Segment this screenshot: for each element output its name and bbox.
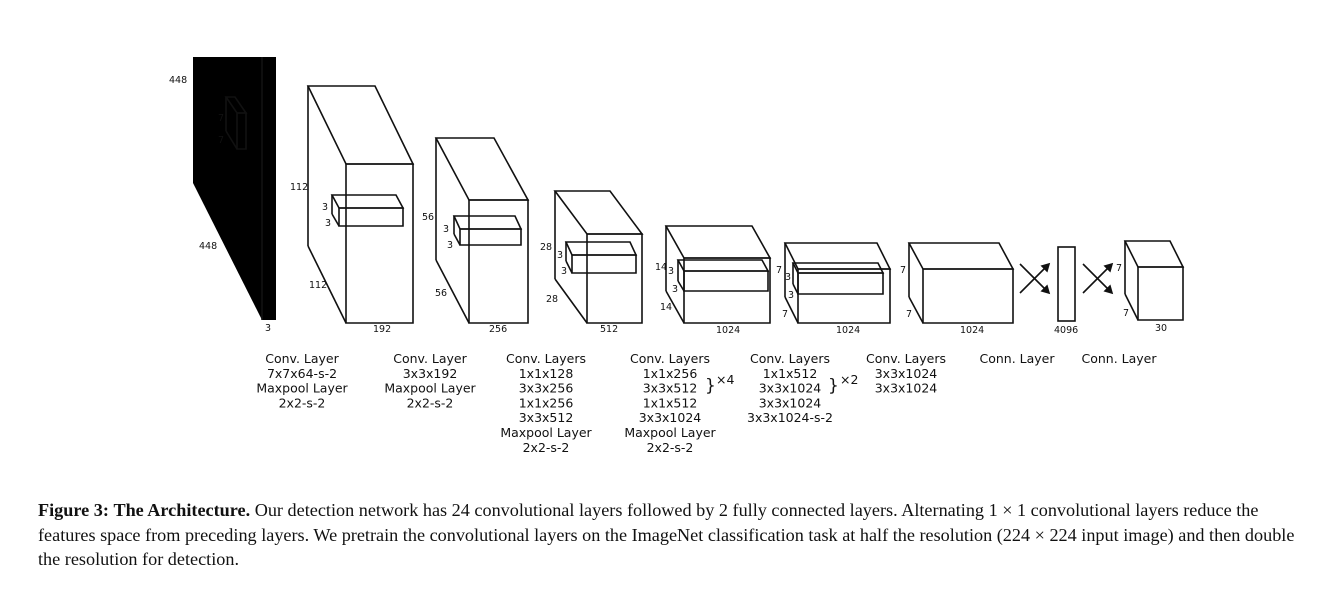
block-4-kernel-box (676, 259, 770, 292)
dim-block-5-kernel-b: 3 (788, 290, 794, 301)
dim-block-3-kernel-a: 3 (557, 250, 563, 261)
layer-6-line-1: Conv. Layers (866, 351, 946, 366)
layer-4-line-2: 1x1x256 (643, 366, 698, 381)
layer-1-line-2: 7x7x64-s-2 (267, 366, 337, 381)
layer-3-line-1: Conv. Layers (506, 351, 586, 366)
feature-block-6 (907, 242, 1015, 324)
layer-3-line-3: 3x3x256 (519, 381, 574, 396)
layer-5-repeat-count: ×2 (840, 372, 858, 387)
dim-input-width: 448 (199, 241, 217, 252)
layer-5-line-5: 3x3x1024-s-2 (747, 410, 833, 425)
caption-label: Figure 3: (38, 500, 109, 520)
dim-block-1-width: 112 (309, 280, 327, 291)
dim-input-height: 448 (169, 75, 187, 86)
dim-block-6-width: 7 (906, 309, 912, 320)
dim-block-4-kernel-b: 3 (672, 284, 678, 295)
layer-4-repeat-count: ×4 (716, 372, 734, 387)
feature-block-1 (306, 85, 415, 324)
layer-6-line-3: 3x3x1024 (875, 381, 938, 396)
layer-4-line-4: 1x1x512 (643, 395, 698, 410)
input-image-block (193, 57, 276, 320)
layer-1-line-4: 2x2-s-2 (279, 395, 326, 410)
caption-body: Our detection network has 24 convolution… (38, 500, 1295, 569)
dim-block-2-depth: 256 (489, 324, 507, 335)
layer-5-line-4: 3x3x1024 (759, 395, 822, 410)
layer-2-line-4: 2x2-s-2 (407, 395, 454, 410)
dim-block-2-kernel-a: 3 (443, 224, 449, 235)
fc-layer-block (1057, 246, 1076, 322)
dim-block-1-height: 112 (290, 182, 308, 193)
layer-3-line-4: 1x1x256 (519, 395, 574, 410)
layer-3-line-7: 2x2-s-2 (523, 440, 570, 455)
dim-block-6-height: 7 (900, 265, 906, 276)
layer-1-line-3: Maxpool Layer (256, 381, 348, 396)
layer-3-line-6: Maxpool Layer (500, 425, 592, 440)
layer-3-line-2: 1x1x128 (519, 366, 574, 381)
layer-6-line-2: 3x3x1024 (875, 366, 938, 381)
dim-block-5-depth: 1024 (836, 325, 860, 336)
layer-3-line-5: 3x3x512 (519, 410, 574, 425)
input-kernel-box (224, 96, 248, 150)
feature-block-5 (783, 242, 892, 324)
layer-4-line-1: Conv. Layers (630, 351, 710, 366)
feature-block-4 (664, 225, 772, 324)
dim-block-1-kernel-a: 3 (322, 202, 328, 213)
block-5-kernel-box (791, 262, 885, 295)
dim-output-width: 7 (1123, 308, 1129, 319)
layer-4-brace: } (705, 376, 716, 396)
layer-2-line-3: Maxpool Layer (384, 381, 476, 396)
dim-block-2-width: 56 (435, 288, 447, 299)
dim-block-2-height: 56 (422, 212, 434, 223)
layer-8-line-1: Conn. Layer (1081, 351, 1157, 366)
dim-block-3-depth: 512 (600, 324, 618, 335)
layer-4-line-3: 3x3x512 (643, 381, 698, 396)
dim-input-kernel-h: 7 (218, 113, 224, 124)
dim-block-6-depth: 1024 (960, 325, 984, 336)
output-block (1123, 240, 1185, 321)
dim-block-1-kernel-b: 3 (325, 218, 331, 229)
block-1-kernel-box (330, 194, 405, 227)
layer-5-line-2: 1x1x512 (763, 366, 818, 381)
caption-title: The Architecture. (113, 500, 251, 520)
layer-2-line-1: Conv. Layer (393, 351, 467, 366)
dim-block-3-height: 28 (540, 242, 552, 253)
dim-block-2-kernel-b: 3 (447, 240, 453, 251)
dim-input-kernel-w: 7 (218, 135, 224, 146)
dim-block-4-depth: 1024 (716, 325, 740, 336)
layer-5-brace: } (828, 376, 839, 396)
layer-7-line-1: Conn. Layer (979, 351, 1055, 366)
fc-connection-2 (1082, 262, 1114, 295)
dim-block-4-height: 14 (655, 262, 667, 273)
block-3-kernel-box (564, 241, 638, 274)
dim-block-1-depth: 192 (373, 324, 391, 335)
layer-4-line-6: Maxpool Layer (624, 425, 716, 440)
layer-5-line-1: Conv. Layers (750, 351, 830, 366)
fc-connection-1 (1019, 262, 1051, 295)
layer-2-line-2: 3x3x192 (403, 366, 458, 381)
dim-block-5-kernel-a: 3 (785, 272, 791, 283)
dim-block-4-kernel-a: 3 (668, 266, 674, 277)
dim-block-3-width: 28 (546, 294, 558, 305)
dim-block-3-kernel-b: 3 (561, 266, 567, 277)
dim-block-5-height: 7 (776, 265, 782, 276)
feature-block-2 (434, 137, 530, 324)
layer-4-line-7: 2x2-s-2 (647, 440, 694, 455)
layer-1-line-1: Conv. Layer (265, 351, 339, 366)
dim-fc-size: 4096 (1054, 325, 1078, 336)
feature-block-3 (553, 190, 644, 324)
layer-5-line-3: 3x3x1024 (759, 381, 822, 396)
dim-input-channels: 3 (265, 323, 271, 334)
layer-4-line-5: 3x3x1024 (639, 410, 702, 425)
block-2-kernel-box (452, 215, 523, 246)
dim-output-depth: 30 (1155, 323, 1167, 334)
dim-block-4-width: 14 (660, 302, 672, 313)
figure-caption: Figure 3: The Architecture. Our detectio… (38, 498, 1298, 572)
dim-block-5-width: 7 (782, 309, 788, 320)
dim-output-height: 7 (1116, 263, 1122, 274)
